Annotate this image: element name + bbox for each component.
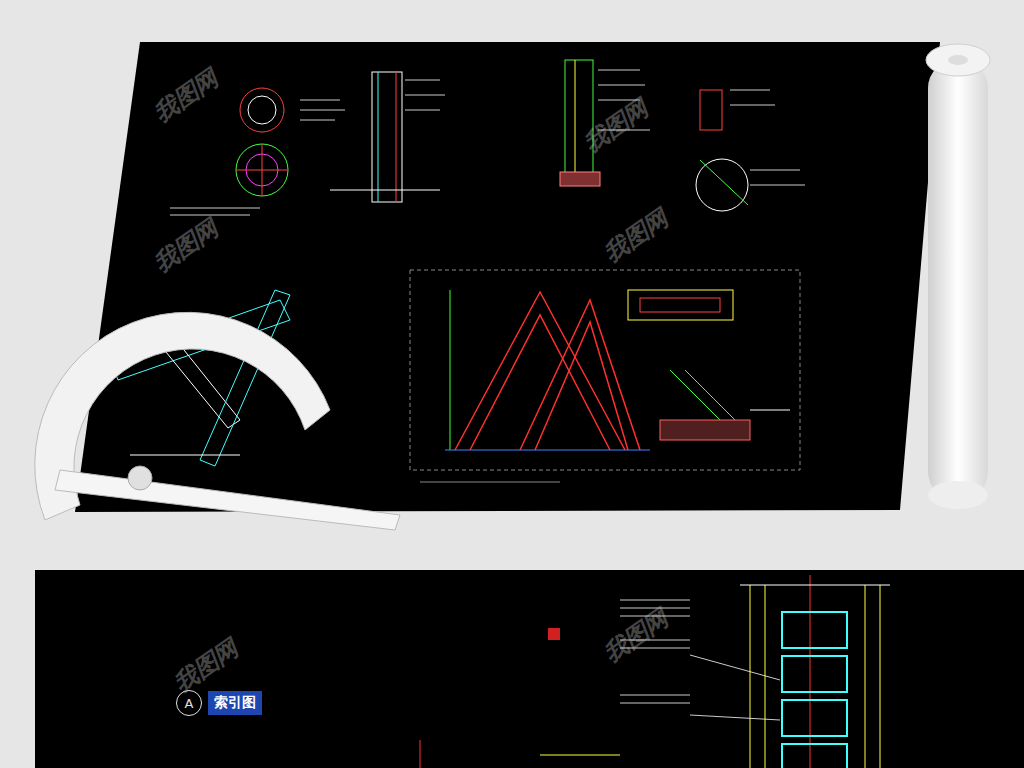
index-title: 索引图 (208, 691, 262, 715)
watermark: 我图网 (597, 202, 674, 270)
watermark: 我图网 (167, 632, 244, 700)
watermark: 我图网 (147, 62, 224, 130)
watermark: 我图网 (147, 212, 224, 280)
watermark: 我图网 (597, 602, 674, 670)
watermark: 我图网 (577, 92, 654, 160)
